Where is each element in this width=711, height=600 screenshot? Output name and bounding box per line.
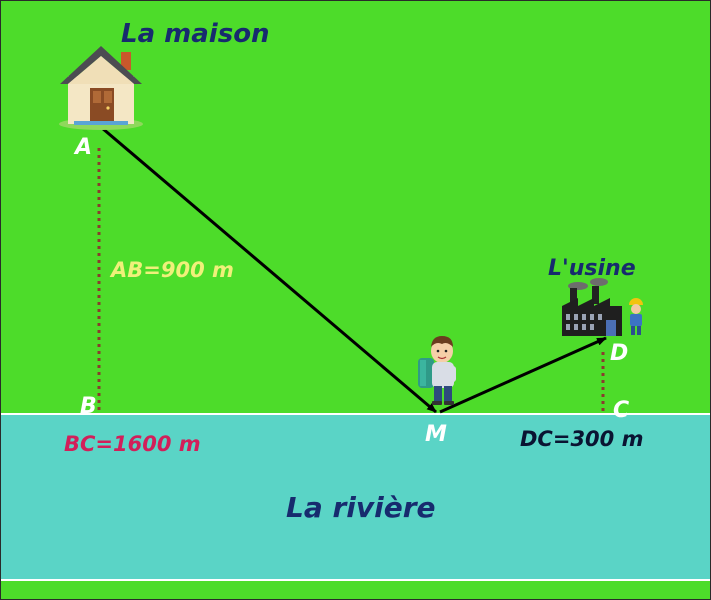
path-m-to-d (439, 336, 607, 414)
hiker-icon (418, 336, 456, 405)
point-d-label: D (610, 341, 628, 366)
worker-icon (629, 298, 643, 335)
path-a-to-m (101, 126, 437, 414)
factory-label: L'usine (548, 256, 636, 281)
house-icon (59, 46, 143, 130)
point-m-label: M (425, 422, 447, 447)
factory-icon (562, 278, 622, 336)
house-label: La maison (121, 19, 270, 49)
river-label: La rivière (286, 491, 436, 524)
measure-dc-label: DC=300 m (520, 427, 643, 451)
point-b-label: B (80, 394, 97, 419)
measure-ab-label: AB=900 m (109, 258, 234, 282)
point-c-label: C (613, 398, 629, 423)
bottom-field-strip (0, 580, 711, 600)
point-a-label: A (73, 135, 92, 160)
measure-bc-label: BC=1600 m (64, 432, 201, 456)
river-area (0, 414, 711, 580)
